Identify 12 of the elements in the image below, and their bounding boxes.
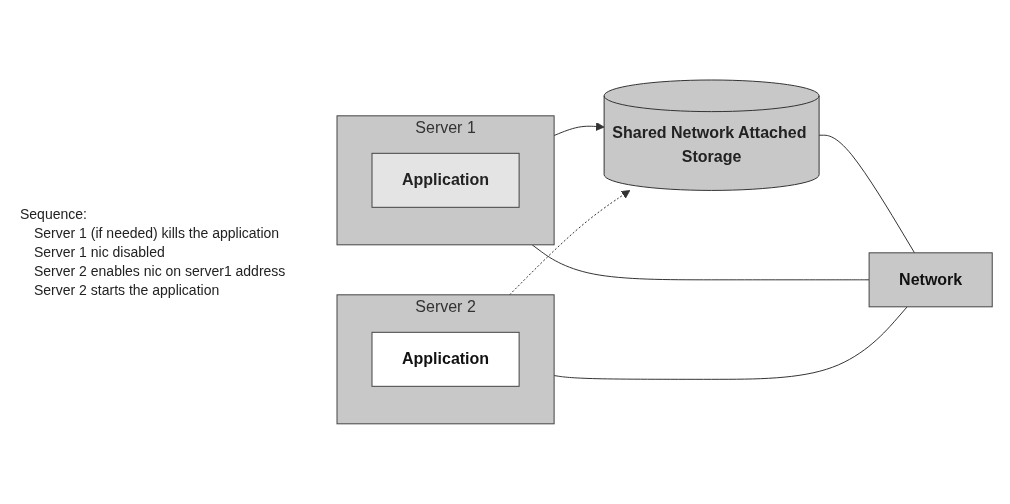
- connector: [532, 244, 870, 281]
- node-box: Application: [371, 331, 520, 387]
- node-box: Application: [371, 152, 520, 208]
- note-text: Server 1 (if needed) kills the application: [33, 225, 281, 241]
- note-text: Server 1 nic disabled: [33, 244, 166, 260]
- note-text: Server 2 starts the application: [33, 282, 221, 298]
- connector: [554, 306, 909, 380]
- connector: [819, 134, 916, 254]
- note-text: Sequence:: [20, 206, 88, 222]
- note-text: Server 2 enables nic on server1 address: [33, 263, 287, 279]
- node-box: Network: [869, 252, 994, 308]
- arrow: [554, 122, 605, 137]
